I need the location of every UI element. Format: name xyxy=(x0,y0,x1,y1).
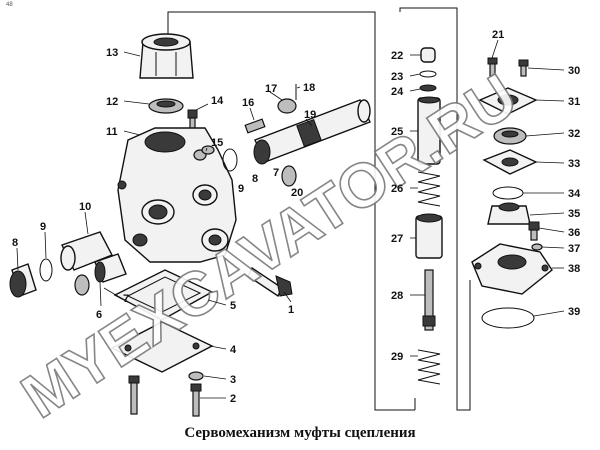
label-part-15: 15 xyxy=(211,137,223,149)
label-part-14: 14 xyxy=(211,95,224,107)
label-part-23: 23 xyxy=(391,71,403,83)
leader-lines xyxy=(16,39,565,399)
label-part-22: 22 xyxy=(391,50,403,62)
part-5-gasket xyxy=(113,269,214,321)
part-27-piston xyxy=(415,213,443,259)
part-10-sleeve xyxy=(60,231,113,271)
part-16-pin xyxy=(244,118,266,134)
part-17-bushing xyxy=(277,98,297,114)
label-part-3: 3 xyxy=(230,374,236,386)
part-20-washer xyxy=(281,165,297,187)
part-13-nut xyxy=(139,33,194,79)
label-part-5: 5 xyxy=(230,300,236,312)
label-part-38: 38 xyxy=(568,263,580,275)
label-part-9-upper: 9 xyxy=(238,183,244,195)
part-9-o-ring-upper xyxy=(222,148,238,172)
part-15-washer xyxy=(201,145,215,155)
label-part-35: 35 xyxy=(568,208,580,220)
part-6-washer xyxy=(74,274,90,296)
part-37-washer xyxy=(531,243,543,251)
label-part-21: 21 xyxy=(492,29,504,41)
part-12-ring xyxy=(148,98,184,114)
label-part-31: 31 xyxy=(568,96,580,108)
label-part-32: 32 xyxy=(568,128,580,140)
part-8-plug xyxy=(9,263,37,298)
part-34-o-ring xyxy=(492,186,524,200)
label-part-33: 33 xyxy=(568,158,580,170)
label-part-7: 7 xyxy=(123,293,129,305)
label-part-7-upper: 7 xyxy=(273,167,279,179)
label-part-20: 20 xyxy=(291,187,303,199)
part-19-shaft xyxy=(253,99,371,165)
label-part-6: 6 xyxy=(96,309,102,321)
label-part-4: 4 xyxy=(230,344,237,356)
part-33-plate xyxy=(482,149,538,175)
label-part-28: 28 xyxy=(391,290,403,302)
part-35-nut xyxy=(487,202,531,225)
part-9-o-ring xyxy=(39,258,53,282)
label-part-24: 24 xyxy=(391,86,404,98)
part-3-washer xyxy=(188,371,204,381)
part-30-bolt xyxy=(518,59,529,77)
frame-line-left xyxy=(167,11,415,411)
label-part-18: 18 xyxy=(303,82,315,94)
part-25-plunger xyxy=(417,96,441,165)
part-2-bolts xyxy=(128,375,202,417)
part-7-sleeve xyxy=(94,253,127,283)
label-part-8: 8 xyxy=(12,237,18,249)
corner-mark: 48 xyxy=(6,2,13,8)
part-1-bolt xyxy=(247,266,293,298)
figure-caption: Сервомеханизм муфты сцепления xyxy=(184,425,416,441)
frame-line-right xyxy=(399,7,471,411)
label-part-12: 12 xyxy=(106,96,118,108)
part-22-cap xyxy=(420,47,436,63)
label-part-34: 34 xyxy=(568,188,581,200)
label-part-17: 17 xyxy=(265,83,277,95)
part-21-bolt xyxy=(487,57,498,77)
part-26-spring xyxy=(417,171,441,207)
label-part-13: 13 xyxy=(106,47,118,59)
part-11-housing xyxy=(117,127,237,263)
label-part-10: 10 xyxy=(79,201,91,213)
label-part-11: 11 xyxy=(106,126,118,138)
part-39-o-ring xyxy=(481,307,535,329)
label-part-29: 29 xyxy=(391,351,403,363)
label-part-2: 2 xyxy=(230,393,236,405)
label-part-30: 30 xyxy=(568,65,580,77)
label-part-16: 16 xyxy=(242,97,254,109)
part-24-ring xyxy=(419,84,437,92)
part-23-ring xyxy=(419,70,437,78)
label-part-1: 1 xyxy=(288,304,294,316)
label-part-26: 26 xyxy=(391,183,403,195)
label-part-39: 39 xyxy=(568,306,580,318)
label-part-27: 27 xyxy=(391,233,403,245)
part-29-spring xyxy=(417,349,441,385)
label-part-25: 25 xyxy=(391,126,403,138)
label-part-19: 19 xyxy=(304,109,316,121)
part-28-rod xyxy=(422,269,436,331)
part-38-body xyxy=(471,243,553,295)
label-part-37: 37 xyxy=(568,243,580,255)
label-part-9: 9 xyxy=(40,221,46,233)
label-part-8-upper: 8 xyxy=(252,173,258,185)
part-36-bolt xyxy=(528,221,540,241)
label-part-36: 36 xyxy=(568,227,580,239)
